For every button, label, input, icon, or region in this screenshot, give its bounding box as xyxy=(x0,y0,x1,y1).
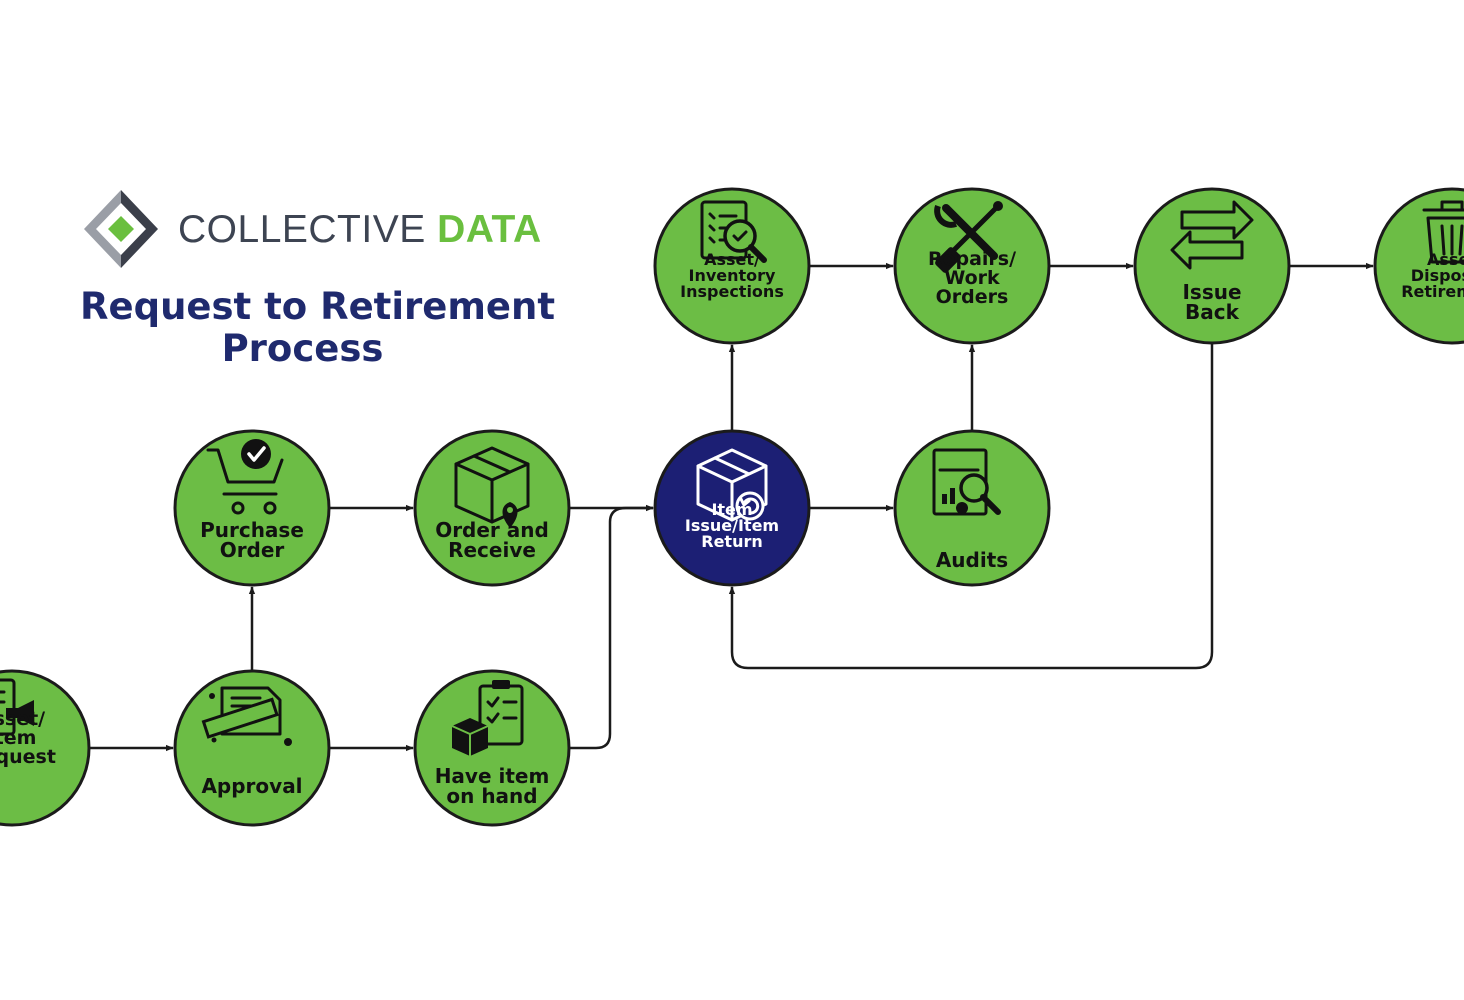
connector-arrow-13 xyxy=(728,343,1214,670)
node-label-line: Work xyxy=(944,266,1000,289)
node-approval-circle xyxy=(173,669,331,827)
node-item-issue-return xyxy=(653,429,811,587)
node-have-item-on-hand-circle xyxy=(413,669,571,827)
node-asset-item-request xyxy=(0,669,91,827)
node-label-line: Retirement xyxy=(1401,282,1464,301)
node-label-line: on hand xyxy=(446,784,538,808)
node-purchase-order xyxy=(173,429,331,587)
shopping-cart-check-icon xyxy=(206,439,284,515)
title-line-2: Process xyxy=(221,327,384,370)
node-asset-disposal-retirement xyxy=(1373,187,1464,345)
node-label-line: Order and xyxy=(435,518,549,542)
node-label-line: Disposal/ xyxy=(1410,266,1464,285)
approved-stamp-icon xyxy=(201,686,292,746)
node-repairs-work-orders xyxy=(893,187,1051,345)
node-purchase-order-circle xyxy=(173,429,331,587)
node-issue-back-circle xyxy=(1133,187,1291,345)
node-issue-back xyxy=(1133,187,1291,345)
connector-arrows xyxy=(89,262,1374,752)
node-label-line: Inventory xyxy=(688,266,776,285)
node-label-line: Issue/Item xyxy=(684,516,780,535)
node-label-line: Receive xyxy=(448,538,536,562)
trash-bin-icon xyxy=(1422,200,1464,264)
swap-arrows-icon xyxy=(1170,200,1254,270)
collective-data-logo-icon xyxy=(84,190,158,268)
node-label-line: Order xyxy=(219,538,285,562)
node-label-asset-disposal-retirement: AssetDisposal/Retirement xyxy=(1362,252,1464,300)
node-label-line: Asset/ xyxy=(704,250,760,269)
node-label-asset-item-request: Asset/ItemRequest xyxy=(0,707,102,768)
audit-report-icon xyxy=(932,448,1001,516)
package-location-icon xyxy=(454,446,530,528)
node-approval xyxy=(173,669,331,827)
node-label-line: Orders xyxy=(935,285,1009,308)
node-label-line: Asset xyxy=(1427,250,1464,269)
connector-arrow-6 xyxy=(569,504,654,750)
process-nodes xyxy=(0,187,1464,827)
brand-name-part2: DATA xyxy=(437,208,542,251)
page-title: Request to Retirement Process xyxy=(80,285,556,370)
clipboard-box-icon xyxy=(451,680,524,756)
node-label-audits: Audits xyxy=(882,550,1062,570)
request-form-icon xyxy=(0,678,34,736)
node-label-line: Issue xyxy=(1182,280,1242,304)
node-label-line: Approval xyxy=(201,774,303,798)
node-label-line: Asset/ xyxy=(0,707,46,730)
node-label-line: Back xyxy=(1185,300,1239,324)
node-label-line: Purchase xyxy=(200,518,304,542)
node-label-approval: Approval xyxy=(162,776,342,796)
box-return-icon xyxy=(696,448,768,522)
node-audits xyxy=(893,429,1051,587)
node-asset-inventory-inspections xyxy=(653,187,811,345)
node-order-and-receive xyxy=(413,429,571,587)
node-have-item-on-hand xyxy=(413,669,571,827)
title-line-1: Request to Retirement xyxy=(80,285,556,328)
node-label-line: Item xyxy=(0,726,37,749)
brand-name: COLLECTIVE DATA xyxy=(178,208,542,252)
brand-name-part1: COLLECTIVE xyxy=(178,208,426,251)
node-label-line: Inspections xyxy=(680,282,784,301)
node-label-line: Request xyxy=(0,745,56,768)
checklist-magnifier-icon xyxy=(700,200,767,263)
node-asset-inventory-inspections-circle xyxy=(653,187,811,345)
wrench-screwdriver-icon xyxy=(934,201,1003,273)
node-label-line: Return xyxy=(701,532,763,551)
node-label-line: Audits xyxy=(935,548,1009,572)
node-label-line: Repairs/ xyxy=(927,247,1017,270)
node-repairs-work-orders-circle xyxy=(893,187,1051,345)
node-label-line: Item xyxy=(711,500,753,519)
node-label-line: Have item xyxy=(434,764,550,788)
